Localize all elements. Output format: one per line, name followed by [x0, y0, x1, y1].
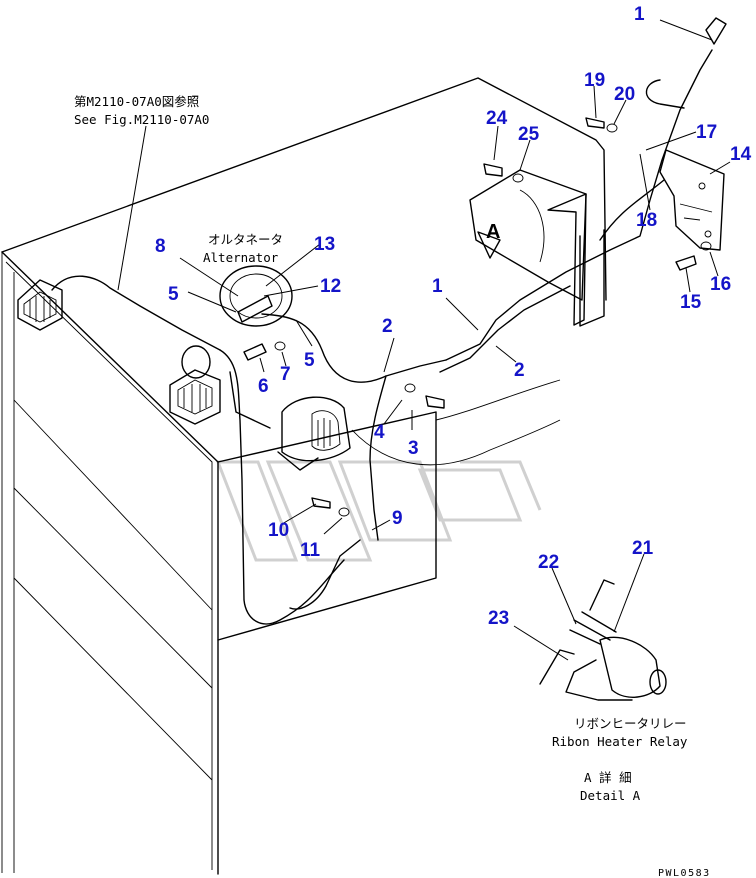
- callout-2-left: 2: [382, 316, 393, 337]
- bracket-14: [659, 149, 725, 251]
- callout-5-left: 5: [168, 284, 179, 305]
- callout-1: 1: [432, 276, 443, 297]
- drawing-code: PWL0583: [658, 868, 711, 878]
- callout-10: 10: [268, 520, 289, 541]
- callout-13: 13: [314, 234, 335, 255]
- callout-2-right: 2: [514, 360, 525, 381]
- horn: [277, 396, 351, 471]
- watermark-logo: [215, 460, 542, 562]
- callout-22: 22: [538, 552, 559, 573]
- ribbon-heater-relay: [539, 579, 667, 701]
- detail-a-marker: A: [486, 221, 500, 243]
- alternator-label-en: Alternator: [203, 250, 279, 265]
- callout-19: 19: [584, 70, 605, 91]
- callout-6: 6: [258, 376, 269, 397]
- callout-8: 8: [155, 236, 166, 257]
- alternator: [219, 265, 293, 327]
- lamp-lower: [169, 345, 221, 425]
- callout-24: 24: [486, 108, 508, 129]
- callout-5-right: 5: [304, 350, 315, 371]
- alternator-label-jp: オルタネータ: [208, 232, 283, 247]
- detail-title-en: Detail A: [580, 788, 641, 803]
- callout-9: 9: [392, 508, 403, 529]
- reference-note-en: See Fig.M2110-07A0: [74, 112, 209, 127]
- callout-12: 12: [320, 276, 341, 297]
- callout-17: 17: [696, 122, 717, 143]
- callout-15: 15: [680, 292, 702, 313]
- callout-4: 4: [374, 422, 385, 443]
- callout-16: 16: [710, 274, 731, 295]
- callout-21: 21: [632, 538, 654, 559]
- callout-18: 18: [636, 210, 657, 231]
- fasteners: [243, 117, 712, 517]
- callout-3: 3: [408, 438, 419, 459]
- callout-1-top: 1: [634, 4, 645, 25]
- detail-title-jp: A 詳 細: [584, 770, 632, 785]
- relay-label-jp: リボンヒータリレー: [574, 716, 687, 731]
- leader-lines: [117, 19, 731, 661]
- machine-body: [1, 77, 607, 875]
- callout-23: 23: [488, 608, 509, 629]
- callout-20: 20: [614, 84, 635, 105]
- lamp-upper: [17, 279, 63, 331]
- callout-11: 11: [300, 540, 321, 561]
- relay-label-en: Ribon Heater Relay: [552, 734, 688, 749]
- callout-14: 14: [730, 144, 752, 165]
- callout-7: 7: [280, 364, 291, 385]
- wire-harness: [51, 17, 727, 625]
- reference-note-jp: 第M2110-07A0図参照: [74, 94, 199, 109]
- callout-25: 25: [518, 124, 540, 145]
